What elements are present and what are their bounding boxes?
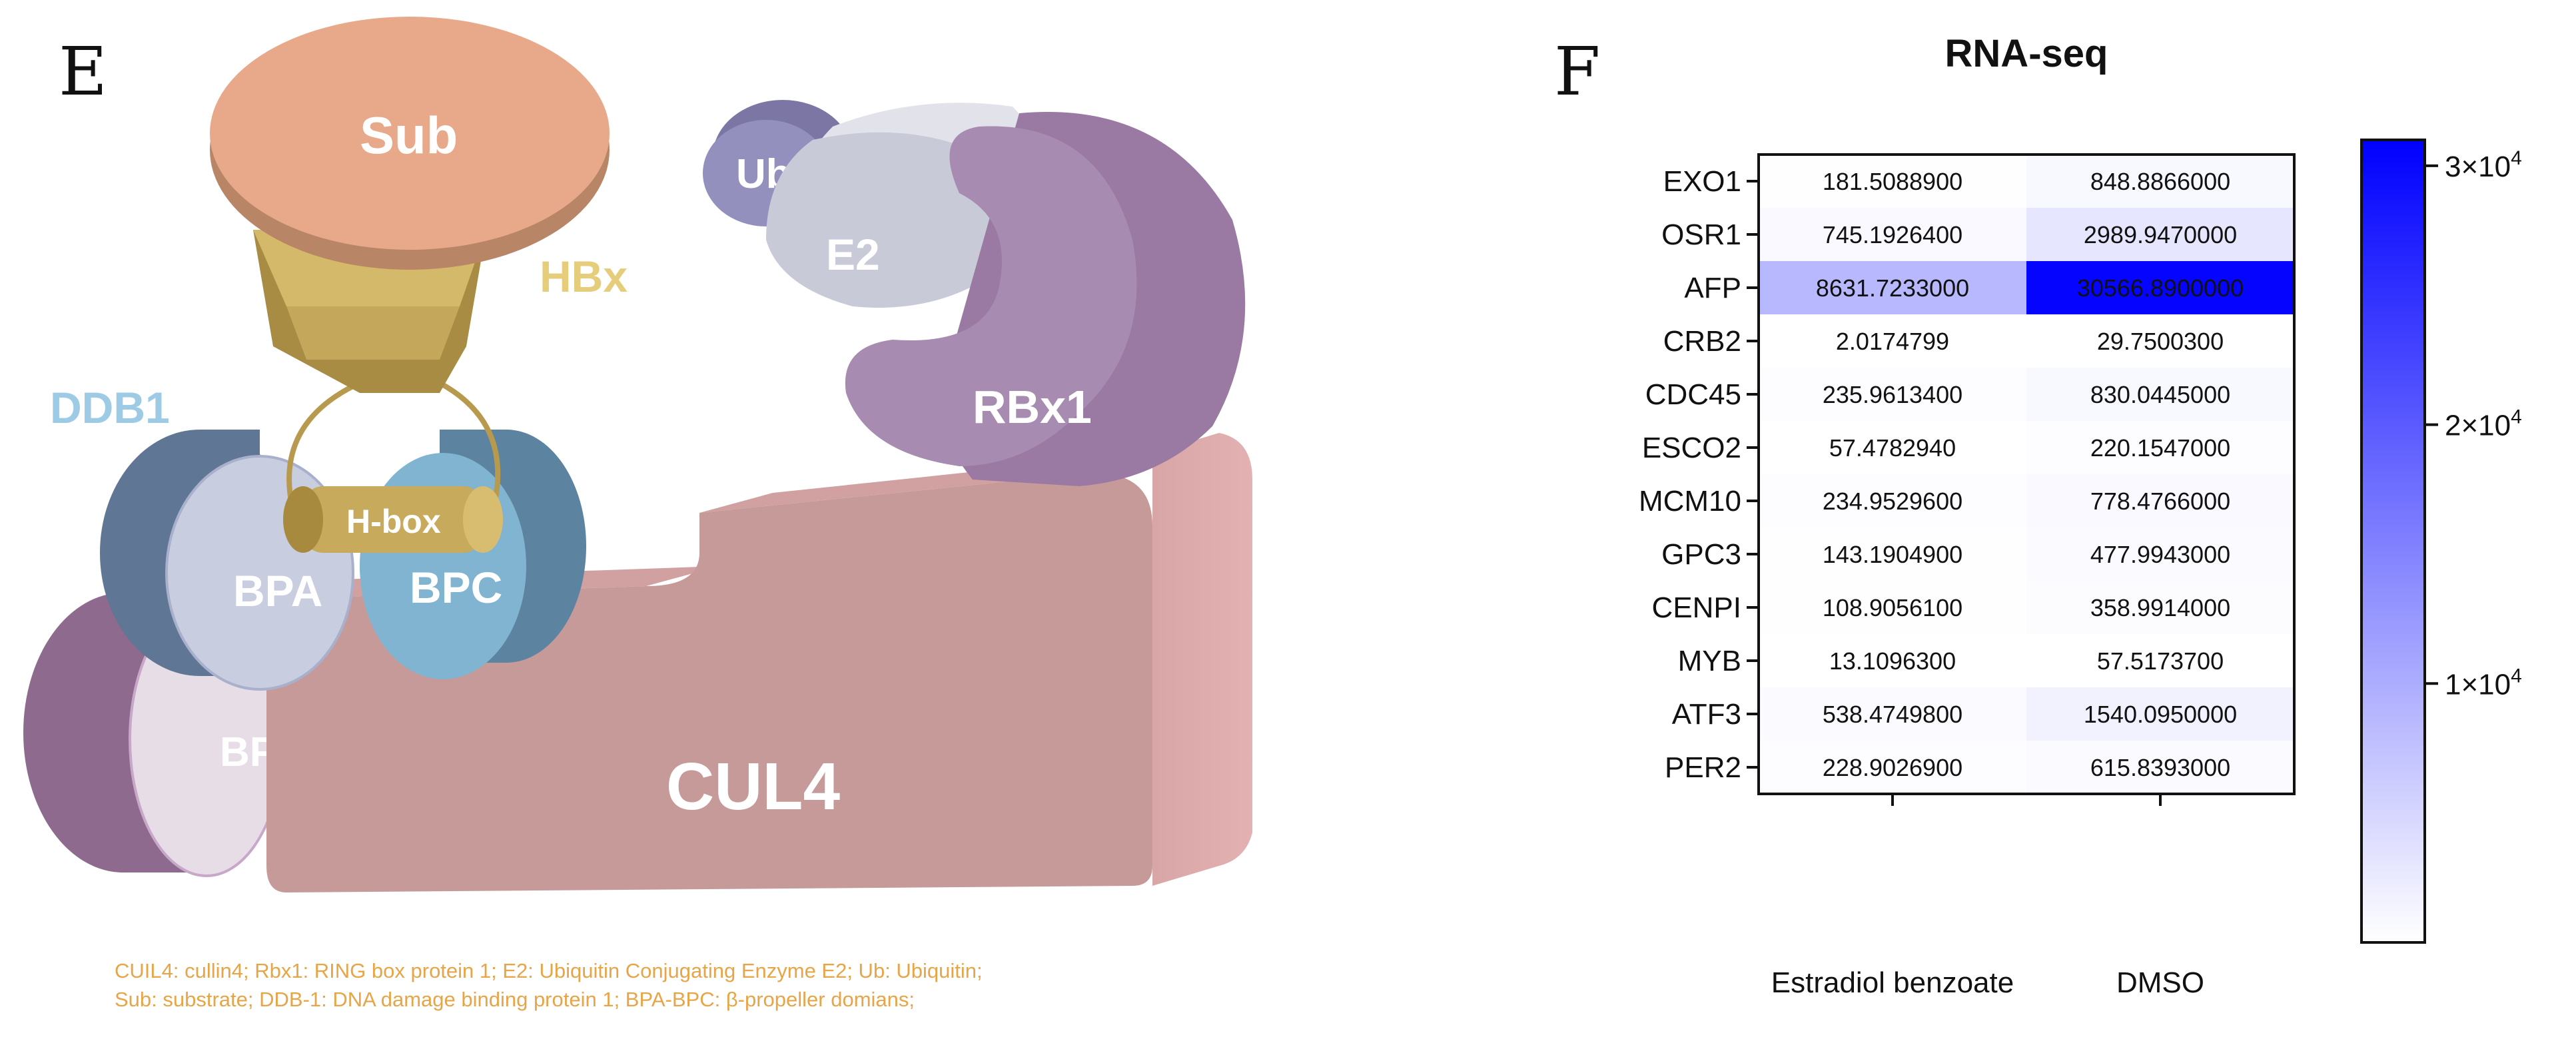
cell-value-label: 615.8393000 — [2090, 754, 2230, 781]
row-label: CENPI — [1652, 591, 1741, 624]
heatmap-cell — [1759, 155, 2026, 208]
bpc-label: BPC — [410, 563, 502, 612]
heatmap-cell — [1759, 261, 2026, 314]
heatmap-cell — [2026, 208, 2294, 261]
cell-value-label: 220.1547000 — [2090, 434, 2230, 462]
colorbar-tick-label: 2×104 — [2445, 406, 2522, 442]
hbx-label: HBx — [540, 252, 628, 301]
cell-value-label: 143.1904900 — [1823, 541, 1962, 568]
heatmap-cell — [2026, 155, 2294, 208]
row-label: PER2 — [1665, 751, 1741, 784]
cell-value-label: 2.0174799 — [1836, 328, 1949, 355]
heatmap-cell — [1759, 421, 2026, 474]
bpa-label: BPA — [233, 566, 322, 615]
heatmap-cell — [1759, 741, 2026, 794]
row-label: OSR1 — [1661, 218, 1741, 251]
heatmap-cell — [1759, 208, 2026, 261]
row-label: CDC45 — [1645, 378, 1741, 411]
heatmap-cell — [1759, 527, 2026, 581]
cell-value-label: 57.5173700 — [2097, 647, 2224, 675]
legend-line-1: CUIL4: cullin4; Rbx1: RING box protein 1… — [115, 959, 983, 982]
cell-value-label: 778.4766000 — [2090, 488, 2230, 515]
legend-line-2: Sub: substrate; DDB-1: DNA damage bindin… — [115, 988, 915, 1011]
heatmap-cell — [2026, 581, 2294, 634]
heatmap-frame — [1757, 153, 2296, 795]
row-label: AFP — [1684, 272, 1741, 304]
cell-value-label: 29.7500300 — [2097, 328, 2224, 355]
sub-label: Sub — [360, 106, 458, 165]
cell-value-label: 848.8866000 — [2090, 168, 2230, 195]
cell-value-label: 30566.8900000 — [2077, 274, 2244, 302]
heatmap-cell — [1759, 687, 2026, 741]
cell-value-label: 13.1096300 — [1829, 647, 1956, 675]
h-box-linker: H-box — [283, 380, 503, 553]
panel-letter-e: E — [59, 33, 107, 111]
cell-value-label: 2989.9470000 — [2084, 221, 2237, 248]
row-label: CRB2 — [1663, 325, 1741, 358]
heatmap-cell — [2026, 634, 2294, 687]
colorbar-tick-label: 1×104 — [2445, 665, 2522, 701]
cell-value-label: 477.9943000 — [2090, 541, 2230, 568]
color-bar — [2360, 139, 2426, 944]
heatmap-cell — [2026, 421, 2294, 474]
cell-value-label: 108.9056100 — [1823, 594, 1962, 621]
heatmap-cell — [2026, 368, 2294, 421]
heatmap-cell — [1759, 634, 2026, 687]
row-label: MYB — [1678, 645, 1741, 677]
heatmap-cell — [2026, 687, 2294, 741]
heatmap-cell — [2026, 474, 2294, 527]
cell-value-label: 358.9914000 — [2090, 594, 2230, 621]
row-label: ATF3 — [1672, 698, 1741, 731]
heatmap-cell — [2026, 261, 2294, 314]
cell-value-label: 57.4782940 — [1829, 434, 1956, 462]
row-label: MCM10 — [1639, 485, 1741, 518]
row-label: GPC3 — [1661, 538, 1741, 571]
heatmap-cell — [2026, 314, 2294, 368]
rbx1-protein: RBx1 — [845, 112, 1246, 486]
cul4-label: CUL4 — [666, 749, 841, 824]
column-label: DMSO — [2116, 966, 2204, 999]
heatmap-cell — [1759, 474, 2026, 527]
cell-value-label: 228.9026900 — [1823, 754, 1962, 781]
row-label: EXO1 — [1663, 165, 1741, 198]
cell-value-label: 234.9529600 — [1823, 488, 1962, 515]
h-box-label: H-box — [346, 503, 441, 540]
cell-value-label: 181.5088900 — [1823, 168, 1962, 195]
ddb1-label: DDB1 — [50, 383, 170, 432]
heatmap-cell — [2026, 527, 2294, 581]
panel-letter-f: F — [1554, 33, 1601, 111]
cell-value-label: 8631.7233000 — [1816, 274, 1969, 302]
heatmap-cell — [1759, 368, 2026, 421]
row-label: ESCO2 — [1642, 432, 1741, 464]
heatmap-cell — [1759, 581, 2026, 634]
cell-value-label: 830.0445000 — [2090, 381, 2230, 408]
cell-value-label: 745.1926400 — [1823, 221, 1962, 248]
complex-diagram: BPB CUL4 BPA BPC H-box Sub — [23, 17, 1252, 892]
e2-label: E2 — [826, 230, 880, 279]
colorbar-tick-label: 3×104 — [2445, 147, 2522, 183]
cell-value-label: 235.9613400 — [1823, 381, 1962, 408]
heatmap-cell — [2026, 741, 2294, 794]
heatmap-cell — [1759, 314, 2026, 368]
cell-value-label: 1540.0950000 — [2084, 701, 2237, 728]
chart-title: RNA-seq — [1945, 32, 2108, 75]
rbx1-label: RBx1 — [973, 381, 1092, 433]
substrate-disk: Sub — [210, 17, 610, 270]
cell-value-label: 538.4749800 — [1823, 701, 1962, 728]
column-label: Estradiol benzoate — [1771, 966, 2014, 999]
